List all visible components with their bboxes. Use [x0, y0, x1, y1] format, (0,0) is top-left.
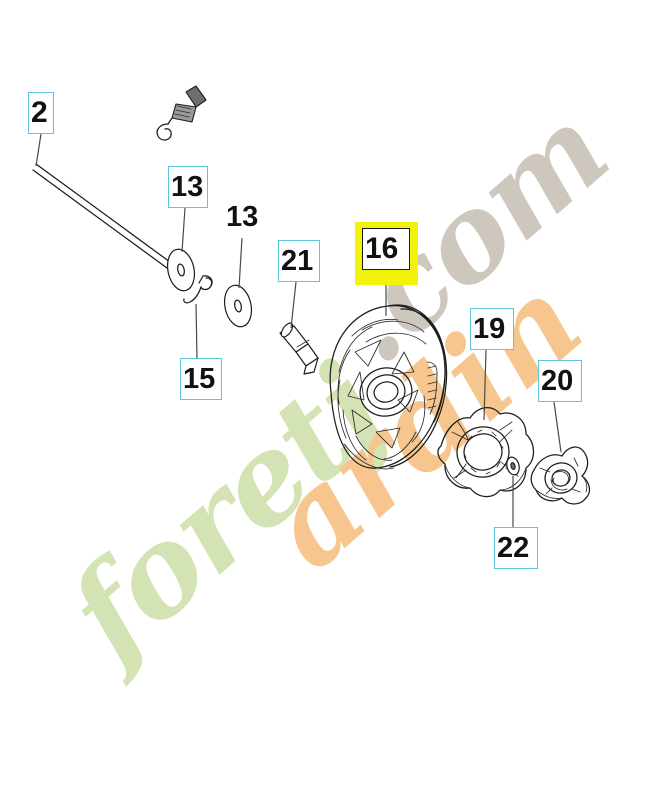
callout-19[interactable]: 19 — [470, 308, 514, 350]
part-pawl-ratchet — [530, 446, 591, 505]
part-retaining-clip — [183, 275, 213, 304]
callout-15[interactable]: 15 — [180, 358, 222, 400]
part-washer-upper — [166, 248, 196, 292]
callout-16[interactable]: 16 — [362, 228, 410, 270]
part-stepped-pin — [279, 322, 319, 375]
part-recoil-starter-drum — [329, 304, 448, 470]
callout-20[interactable]: 20 — [538, 360, 582, 402]
part-spring-hook — [156, 85, 207, 141]
callout-13-lower[interactable]: 13 — [224, 196, 264, 238]
part-small-washer — [506, 456, 520, 476]
callout-2[interactable]: 2 — [28, 92, 54, 134]
callout-22[interactable]: 22 — [494, 527, 538, 569]
callout-16-number: 16 — [365, 232, 399, 265]
callout-21-number: 21 — [281, 244, 314, 277]
leader-lines — [35, 133, 562, 527]
callout-13-upper-number: 13 — [171, 170, 204, 203]
callout-19-number: 19 — [473, 312, 506, 345]
part-pulley-plate — [437, 407, 535, 498]
leader-line-2 — [35, 133, 42, 167]
part-starter-rope-rod — [32, 163, 173, 269]
callout-13-upper[interactable]: 13 — [168, 166, 208, 208]
callout-2-number: 2 — [31, 96, 48, 129]
leader-line-13a — [181, 207, 186, 253]
callout-20-number: 20 — [541, 364, 574, 397]
callout-13-lower-number: 13 — [226, 200, 259, 233]
leader-line-13b — [238, 237, 243, 289]
leader-line-15 — [195, 303, 198, 359]
part-washer-lower — [223, 284, 253, 328]
callout-21[interactable]: 21 — [278, 240, 320, 282]
callout-15-number: 15 — [183, 362, 216, 395]
leader-line-21 — [290, 281, 297, 329]
leader-line-20 — [553, 401, 562, 453]
callout-22-number: 22 — [497, 531, 530, 564]
leader-line-19 — [483, 349, 487, 421]
